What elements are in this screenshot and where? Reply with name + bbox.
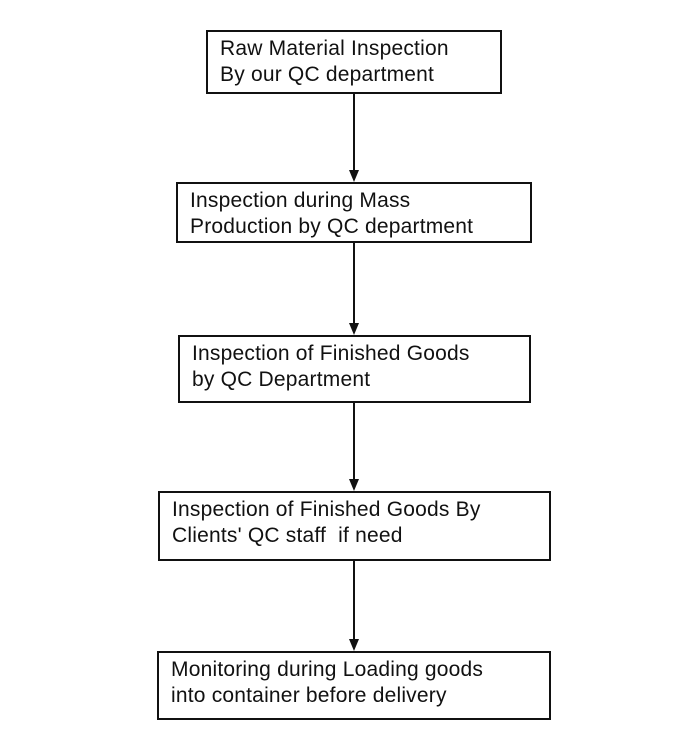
arrow-1-to-2 — [349, 94, 359, 182]
arrow-2-to-3 — [349, 243, 359, 335]
step-3-line-2: by QC Department — [192, 368, 371, 391]
step-loading-monitoring: Monitoring during Loading goods into con… — [157, 651, 551, 720]
step-mass-production-inspection: Inspection during Mass Production by QC … — [176, 182, 532, 243]
step-1-line-2: By our QC department — [220, 63, 435, 86]
step-raw-material-inspection: Raw Material Inspection By our QC depart… — [206, 30, 502, 94]
step-5-line-1: Monitoring during Loading goods — [171, 658, 484, 681]
arrow-3-to-4 — [349, 403, 359, 491]
step-2-line-1: Inspection during Mass — [190, 189, 411, 212]
step-5-line-2: into container before delivery — [171, 684, 447, 707]
step-4-line-2: Clients' QC staff if need — [172, 524, 403, 547]
arrow-4-to-5 — [349, 561, 359, 651]
step-1-line-1: Raw Material Inspection — [220, 37, 449, 60]
step-3-line-1: Inspection of Finished Goods — [192, 342, 470, 365]
step-2-line-2: Production by QC department — [190, 215, 474, 238]
step-finished-goods-inspection: Inspection of Finished Goods by QC Depar… — [178, 335, 531, 403]
step-4-line-1: Inspection of Finished Goods By — [172, 498, 481, 521]
step-client-qc-inspection: Inspection of Finished Goods By Clients'… — [158, 491, 551, 561]
